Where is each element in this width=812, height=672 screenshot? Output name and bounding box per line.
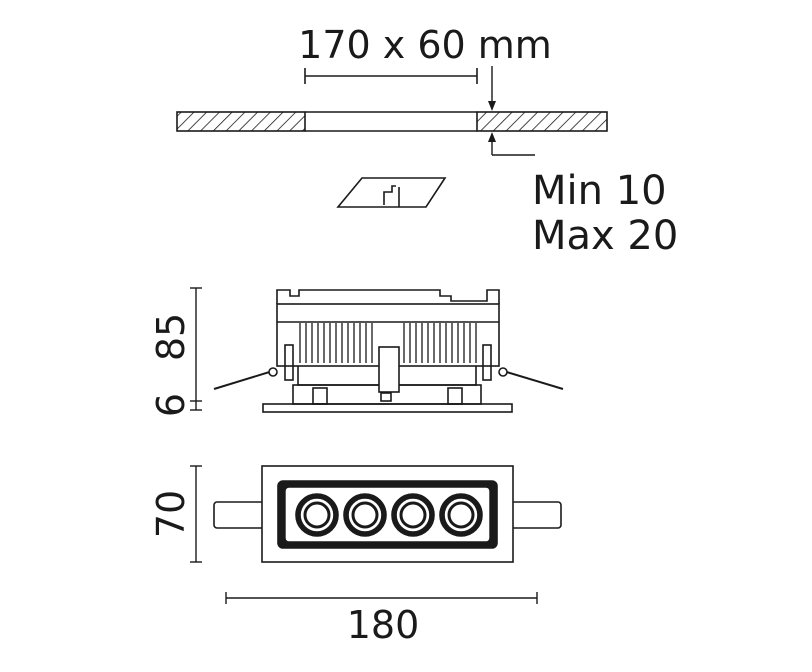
center-bracket — [378, 346, 400, 393]
ceiling-panel-outline — [336, 177, 447, 208]
lamp-lens-2 — [351, 501, 379, 529]
front-height-label: 70 — [149, 490, 193, 538]
spring-clip-right — [499, 369, 564, 390]
trim-plate — [262, 403, 513, 413]
lens-panel — [284, 486, 491, 543]
thickness-min-label: Min 10 — [532, 168, 667, 214]
ceiling-section — [176, 111, 608, 132]
cutout-dimension: 170 x 60 mm — [298, 23, 552, 84]
thickness-max-label: Max 20 — [532, 213, 678, 259]
ceiling-hatch-left — [176, 111, 306, 132]
lamp-lens-1 — [303, 501, 331, 529]
spring-pivot-right — [498, 367, 508, 377]
ceiling-panel-step — [383, 185, 396, 205]
side-view-dimensions: 85 6 — [149, 287, 202, 417]
front-view-dimensions: 70 180 — [149, 465, 538, 647]
thickness-arrow-bottom-head — [488, 132, 496, 142]
clip-left — [312, 387, 328, 405]
clip-right — [447, 387, 463, 405]
heatsink-fins — [299, 323, 477, 363]
lamp-lens-4 — [447, 501, 475, 529]
spring-tab-left — [213, 501, 265, 529]
thickness-arrows — [488, 66, 535, 156]
front-view-luminaire — [213, 465, 562, 563]
front-width-label: 180 — [347, 603, 420, 647]
cutout-label: 170 x 60 mm — [298, 23, 552, 67]
spring-tab-right — [510, 501, 562, 529]
spring-clip-left — [213, 369, 277, 390]
driver-top — [276, 289, 500, 304]
side-height-trim-label: 6 — [149, 393, 193, 417]
center-screw — [380, 392, 392, 402]
ceiling-hatch-right — [476, 111, 608, 132]
post-left — [284, 344, 294, 381]
ceiling-type-icon — [336, 177, 447, 208]
lamp-lens-3 — [399, 501, 427, 529]
spring-pivot-left — [268, 367, 278, 377]
thickness-arrow-top-head — [488, 101, 496, 111]
side-height-total-label: 85 — [149, 313, 193, 361]
post-right — [482, 344, 492, 381]
lamp-row — [295, 493, 483, 537]
side-view-luminaire — [213, 289, 564, 413]
